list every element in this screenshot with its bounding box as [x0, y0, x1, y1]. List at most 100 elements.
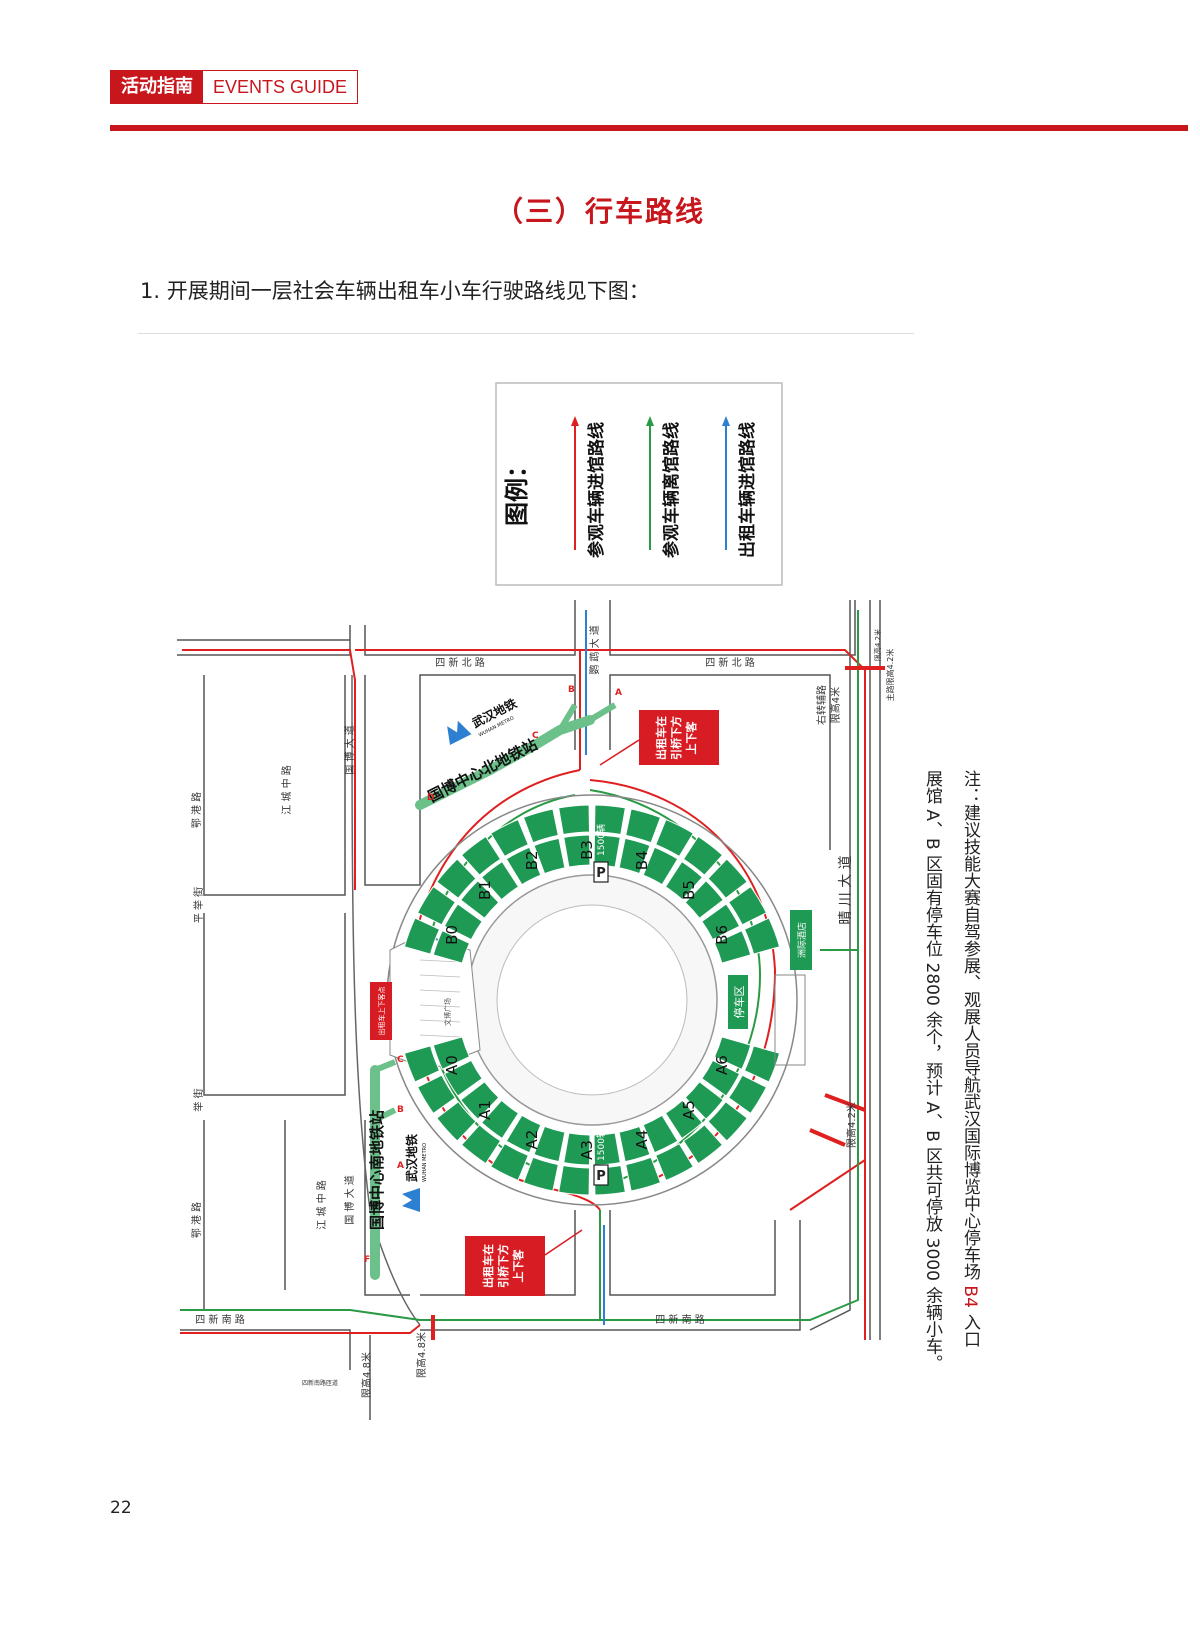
hall-a-block [563, 1132, 591, 1166]
svg-text:鹦 鹉 大 道: 鹦 鹉 大 道 [588, 625, 601, 675]
legend-item-taxi-label: 出租车辆进馆路线 [737, 422, 758, 558]
hall-a-block [505, 1114, 542, 1154]
metro-north-station: 国博中心北地铁站 B A C D 武汉地铁 WUHAN METRO [415, 685, 622, 810]
svg-text:出租车在: 出租车在 [481, 1244, 495, 1288]
hall-b-block [432, 929, 471, 964]
hall-a-block [460, 1124, 502, 1165]
hall-b-block [701, 903, 741, 941]
hall-b-block [563, 834, 591, 868]
legend: 图例： 参观车辆进馆路线 参观车辆离馆路线 出租车辆进馆路线 [495, 382, 783, 586]
hall-b-block [460, 880, 500, 919]
hall-b-block [443, 903, 483, 941]
navigation-note-suffix: 入口 [960, 1313, 980, 1348]
hall-b-block [460, 835, 502, 876]
svg-text:引桥下方: 引桥下方 [669, 716, 683, 760]
legend-item-entry-label: 参观车辆进馆路线 [586, 422, 607, 558]
road-labels: 四 新 北 路 四 新 北 路 四 新 南 路 四 新 南 路 江 城 中 路 … [190, 625, 895, 1398]
hall-b-block [403, 917, 441, 955]
svg-text:晴 川 大 道: 晴 川 大 道 [838, 855, 854, 924]
hall-b-block [625, 808, 662, 844]
hall-label-a3: A3 [578, 1140, 596, 1160]
hall-a-block [682, 1124, 724, 1165]
hall-b-block [594, 804, 626, 836]
hall-label-b4: B4 [633, 850, 651, 870]
hotel: 洲际酒店 [774, 910, 812, 1066]
svg-text:举 街: 举 街 [192, 1088, 205, 1111]
hall-a-block [443, 1059, 483, 1097]
hall-a-block [522, 1156, 559, 1192]
hall-label-a5: A5 [680, 1100, 698, 1120]
height-limit-markers [431, 666, 885, 1340]
svg-text:平 举 街: 平 举 街 [192, 887, 205, 923]
svg-text:F: F [364, 1255, 370, 1265]
navigation-note-entrance: B4 [960, 1285, 980, 1308]
navigation-note: 注：建议技能大赛自驾参展、观展人员导航武汉国际博览中心停车场 B4 入口 [958, 770, 983, 1430]
hall-b-block [684, 880, 724, 919]
hall-label-a1: A1 [476, 1100, 494, 1120]
svg-text:P: P [596, 866, 606, 881]
page-number: 22 [110, 1498, 132, 1518]
hall-a-block [490, 1142, 529, 1182]
hall-label-a0: A0 [443, 1055, 461, 1075]
metro-north-logo: 武汉地铁 WUHAN METRO [447, 695, 519, 745]
parking-north: P 1500辆 [593, 824, 609, 883]
svg-text:鄂 港 路: 鄂 港 路 [190, 1202, 203, 1238]
divider [138, 333, 914, 334]
svg-text:限高4.8米: 限高4.8米 [360, 1352, 373, 1398]
hall-a-block [727, 1074, 768, 1115]
hall-blocks [403, 804, 781, 1196]
svg-text:主路限高4.2米: 主路限高4.2米 [885, 649, 895, 702]
hall-a-block [707, 1101, 748, 1142]
svg-text:四 新 北 路: 四 新 北 路 [435, 656, 485, 669]
parking-note: 展馆 A、B 区固有停车位 2800 余个，预计 A、B 区共可停放 3000 … [922, 770, 942, 1372]
hall-b-block [618, 837, 651, 875]
hall-b-block [727, 885, 768, 926]
metro-south-station: 国博中心南地铁站 C B A F 武汉地铁 WUHAN METRO [364, 1055, 428, 1280]
hall-a-block [416, 1074, 457, 1115]
svg-text:江 城 中 路: 江 城 中 路 [280, 765, 293, 815]
metro-south-logo: 武汉地铁 WUHAN METRO [402, 1134, 428, 1212]
metro-south-brand-en: WUHAN METRO [422, 1143, 428, 1182]
hall-a-block [403, 1045, 441, 1083]
hall-label-a4: A4 [633, 1130, 651, 1150]
navigation-note-text: 注：建议技能大赛自驾参展、观展人员导航武汉国际博览中心停车场 [960, 770, 980, 1280]
svg-text:四新南路匝道: 四新南路匝道 [302, 1379, 338, 1387]
svg-text:D: D [427, 793, 434, 803]
svg-text:A: A [615, 688, 622, 698]
svg-text:限高4.2米: 限高4.2米 [845, 1102, 858, 1148]
hall-label-b5: B5 [680, 880, 698, 900]
svg-text:出租车在: 出租车在 [654, 716, 668, 760]
legend-title: 图例： [503, 454, 531, 526]
svg-text:鄂 港 路: 鄂 港 路 [190, 792, 203, 828]
svg-text:上下客: 上下客 [511, 1249, 525, 1283]
hall-a-block [713, 1036, 752, 1071]
svg-text:B: B [568, 685, 575, 695]
hall-a-block [460, 1081, 500, 1120]
hall-b-block [522, 808, 559, 844]
taxi-box-south: 出租车在 引桥下方 上下客 [465, 1229, 583, 1296]
taxi-box-west-label: 出租车上下客点 [377, 987, 386, 1036]
svg-text:国 博 大 道: 国 博 大 道 [343, 725, 356, 775]
svg-text:上下客: 上下客 [684, 721, 698, 755]
hall-b-block [707, 858, 748, 899]
plaza-label: 文博广场 [443, 998, 452, 1026]
taxi-box-north: 出租车在 引桥下方 上下客 [599, 710, 719, 766]
svg-text:四 新 南 路: 四 新 南 路 [195, 1313, 245, 1326]
hall-a-block [558, 1164, 590, 1196]
hall-a-block [618, 1125, 651, 1163]
header-label-cn: 活动指南 [111, 71, 203, 103]
svg-text:四 新 北 路: 四 新 北 路 [705, 656, 755, 669]
parking-south: P 1500辆 [593, 1129, 609, 1186]
hall-b-block [490, 818, 529, 858]
parking-south-count: 1500辆 [595, 1129, 607, 1161]
legend-item-exit: 参观车辆离馆路线 [646, 416, 682, 558]
stop-area: 停车区 [728, 975, 748, 1029]
svg-text:C: C [532, 731, 539, 741]
svg-text:P: P [596, 1169, 606, 1184]
hall-a-block [436, 1101, 477, 1142]
hall-b-block [416, 885, 457, 926]
hall-a-block [684, 1081, 724, 1120]
hall-a-block [743, 1045, 781, 1083]
section-title: （三）行车路线 [494, 195, 705, 228]
taxi-box-west: 出租车上下客点 [370, 982, 392, 1040]
